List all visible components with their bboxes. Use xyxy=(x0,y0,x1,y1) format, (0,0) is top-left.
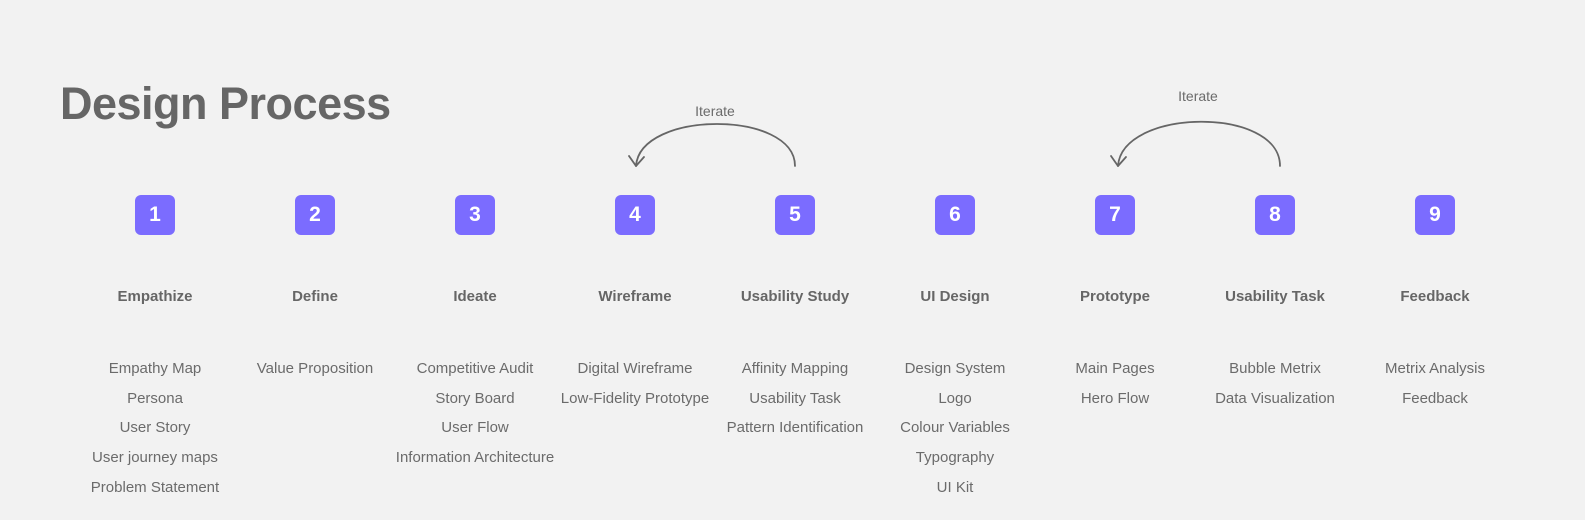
step-item: User Story xyxy=(119,419,191,437)
step-item: Competitive Audit xyxy=(416,360,534,377)
step-title: Feedback xyxy=(1400,288,1470,305)
step-number-badge: 8 xyxy=(1255,195,1295,235)
step-item: Feedback xyxy=(1402,389,1468,407)
step-item: Colour Variables xyxy=(900,419,1010,437)
iterate-label: Iterate xyxy=(695,103,735,119)
iterate-label: Iterate xyxy=(1178,88,1218,104)
step-number-badge: 6 xyxy=(935,195,975,235)
iterate-arrow-8-to-7 xyxy=(1110,120,1281,167)
step-item: Story Board xyxy=(435,389,515,407)
step-title: Prototype xyxy=(1079,288,1150,305)
step-item: UI Kit xyxy=(936,478,974,496)
step-number-badge: 3 xyxy=(455,195,495,235)
step-title: Usability Study xyxy=(740,288,850,305)
step-items: Value Proposition xyxy=(215,359,415,389)
step-item: Typography xyxy=(915,449,995,467)
step-title: Usability Task xyxy=(1225,288,1325,305)
step-item: Value Proposition xyxy=(256,360,374,377)
step-number-badge: 9 xyxy=(1415,195,1455,235)
step-number-badge: 4 xyxy=(615,195,655,235)
step-item: Data Visualization xyxy=(1215,389,1335,407)
step-item: Persona xyxy=(127,389,183,407)
step-item: Usability Task xyxy=(749,389,841,407)
step-item: Design System xyxy=(904,360,1006,377)
step-item: Low-Fidelity Prototype xyxy=(560,389,710,407)
step-item: Main Pages xyxy=(1075,360,1155,377)
step-item: Pattern Identification xyxy=(726,419,864,437)
step-number-badge: 2 xyxy=(295,195,335,235)
step-item: Metrix Analysis xyxy=(1384,360,1486,377)
page-title: Design Process xyxy=(60,78,391,129)
step-number-badge: 7 xyxy=(1095,195,1135,235)
step-number-badge: 1 xyxy=(135,195,175,235)
step-item: Logo xyxy=(938,389,972,407)
step-number-badge: 5 xyxy=(775,195,815,235)
step-item: Information Architecture xyxy=(395,449,555,467)
step-item: Problem Statement xyxy=(90,478,220,496)
step-title: Ideate xyxy=(453,288,497,305)
step-item: Empathy Map xyxy=(108,360,202,377)
iterate-arrow-5-to-4 xyxy=(628,123,796,167)
step-column: 2 Define Value Proposition xyxy=(215,195,415,389)
step-title: Wireframe xyxy=(598,288,672,305)
step-item: Bubble Metrix xyxy=(1229,360,1321,377)
step-title: Empathize xyxy=(117,288,193,305)
step-item: User Flow xyxy=(441,419,509,437)
step-item: Digital Wireframe xyxy=(577,360,693,377)
step-item: Affinity Mapping xyxy=(741,360,849,377)
step-title: Define xyxy=(292,288,338,305)
step-title: UI Design xyxy=(920,288,990,305)
step-item: Hero Flow xyxy=(1080,389,1150,407)
step-item: User journey maps xyxy=(92,449,218,467)
